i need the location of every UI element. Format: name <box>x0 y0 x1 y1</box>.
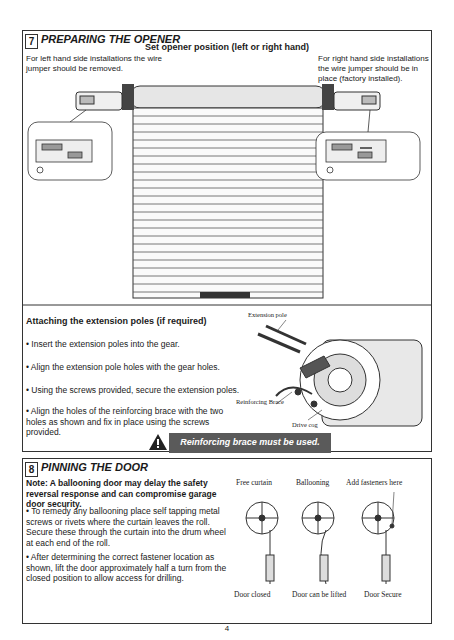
part-label: Extension pole <box>248 311 318 319</box>
section-frame-text: PINNING THE DOOR <box>41 461 341 475</box>
diagram-label: Add fasteners here <box>346 478 432 487</box>
opener-motor <box>76 92 380 110</box>
bullet-text: • Insert the extension poles into the ge… <box>26 339 238 350</box>
instruction-text: For right hand side installations the wi… <box>318 54 430 84</box>
subheading: Set opener position (left or right hand) <box>120 42 334 53</box>
subheading: Attaching the extension poles (if requir… <box>26 316 236 327</box>
drum-wheel <box>246 492 394 584</box>
note-text: Note: A ballooning door may delay the sa… <box>26 478 231 510</box>
warning-icon <box>149 434 167 450</box>
section-number-text: 7 <box>26 36 37 49</box>
jumper-inset <box>28 110 420 180</box>
section-number: 7 <box>25 34 38 49</box>
warning-band: Reinforcing brace must be used. <box>169 433 331 453</box>
diagram-label: Door Secure <box>364 590 424 599</box>
bullet-text: • To remedy any ballooning place self ta… <box>26 506 231 549</box>
bullet-text: • After determining the correct fastener… <box>26 552 231 584</box>
gear-assembly <box>258 320 422 426</box>
divider-line <box>22 305 432 306</box>
instruction-text: For left hand side installations the wir… <box>26 54 176 74</box>
diagram-label: Free curtain <box>236 478 296 487</box>
part-label: Drive cog <box>292 421 342 429</box>
diagram-label: Door closed <box>234 590 290 599</box>
page-number: 4 <box>217 624 237 634</box>
bullet-text: • Using the screws provided, secure the … <box>26 385 241 396</box>
part-label: Reinforcing Brace <box>236 398 306 406</box>
bullet-text: • Align the holes of the reinforcing bra… <box>26 406 241 438</box>
section-number-text: 8 <box>26 464 37 477</box>
roller-door <box>122 84 334 298</box>
section-number: 8 <box>25 462 38 477</box>
warning-band-text: Reinforcing brace must be used. <box>173 437 327 448</box>
diagram-label: Ballooning <box>296 478 346 487</box>
diagram-label: Door can be lifted <box>292 590 358 599</box>
bullet-text: • Align the extension pole holes with th… <box>26 362 238 373</box>
